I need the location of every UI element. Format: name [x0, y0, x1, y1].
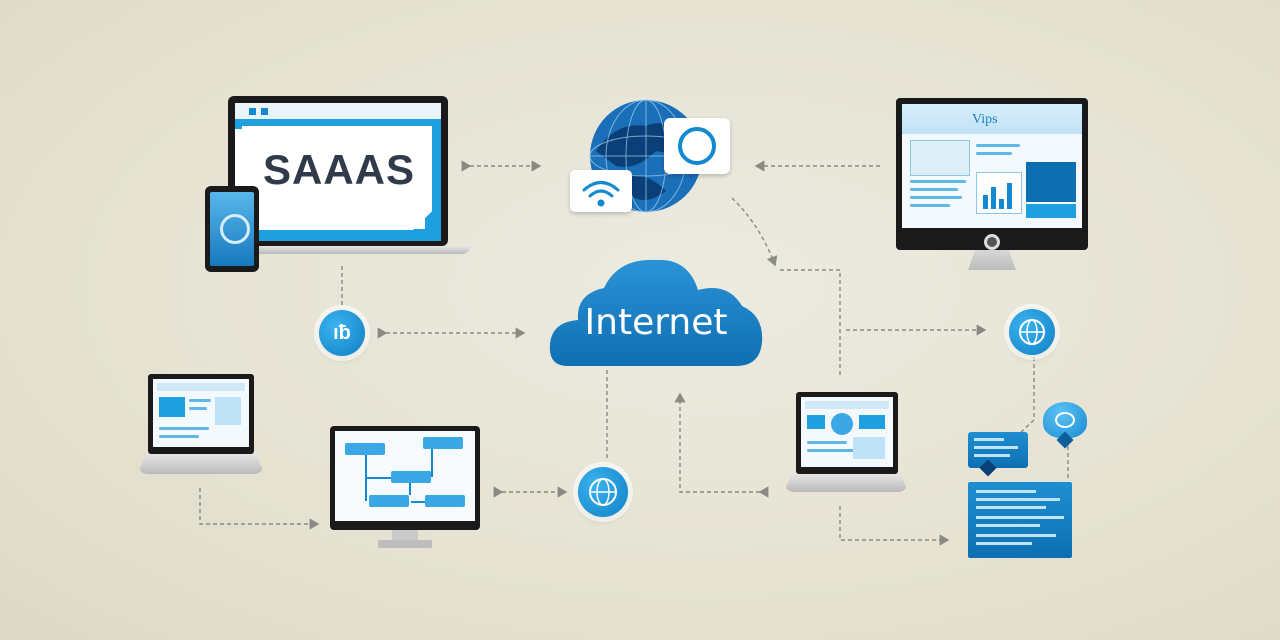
laptop-left	[138, 374, 264, 478]
arrow-laptop-doc	[839, 506, 950, 546]
arrow-up-to-cloud	[674, 392, 769, 498]
wifi-bubble	[570, 170, 632, 212]
arrow-globe-right-down	[1017, 357, 1035, 436]
internet-cloud: Internet	[548, 254, 764, 370]
globe-icon	[589, 478, 617, 506]
arrow-to-laptop-right	[780, 269, 841, 376]
monitor-header: Vips	[972, 112, 998, 127]
headset-icon	[678, 127, 716, 165]
document-card	[968, 482, 1072, 558]
location-pin-icon	[1043, 402, 1087, 449]
arrow-globe-cloud	[731, 197, 778, 267]
saas-label: SAAAS	[262, 146, 416, 193]
globe-badge-right	[1009, 309, 1055, 355]
arrow-laptop-left	[199, 488, 320, 530]
wifi-icon	[582, 181, 620, 207]
chat-card	[968, 432, 1028, 477]
globe-badge-bottom	[578, 467, 628, 517]
globe-icon	[1019, 319, 1045, 345]
headset-icon	[220, 214, 250, 244]
workflow-monitor	[330, 426, 480, 552]
chart-icon	[976, 172, 1022, 214]
headset-bubble	[664, 118, 730, 174]
laptop-right	[784, 392, 908, 500]
analytics-badge-glyph: ıƀ	[333, 321, 351, 344]
dashboard-monitor: Vips	[896, 98, 1088, 278]
analytics-badge: ıƀ	[319, 310, 365, 356]
smartphone	[205, 186, 259, 272]
cloud-label: Internet	[584, 302, 728, 343]
saas-laptop: SAAAS	[214, 96, 470, 254]
